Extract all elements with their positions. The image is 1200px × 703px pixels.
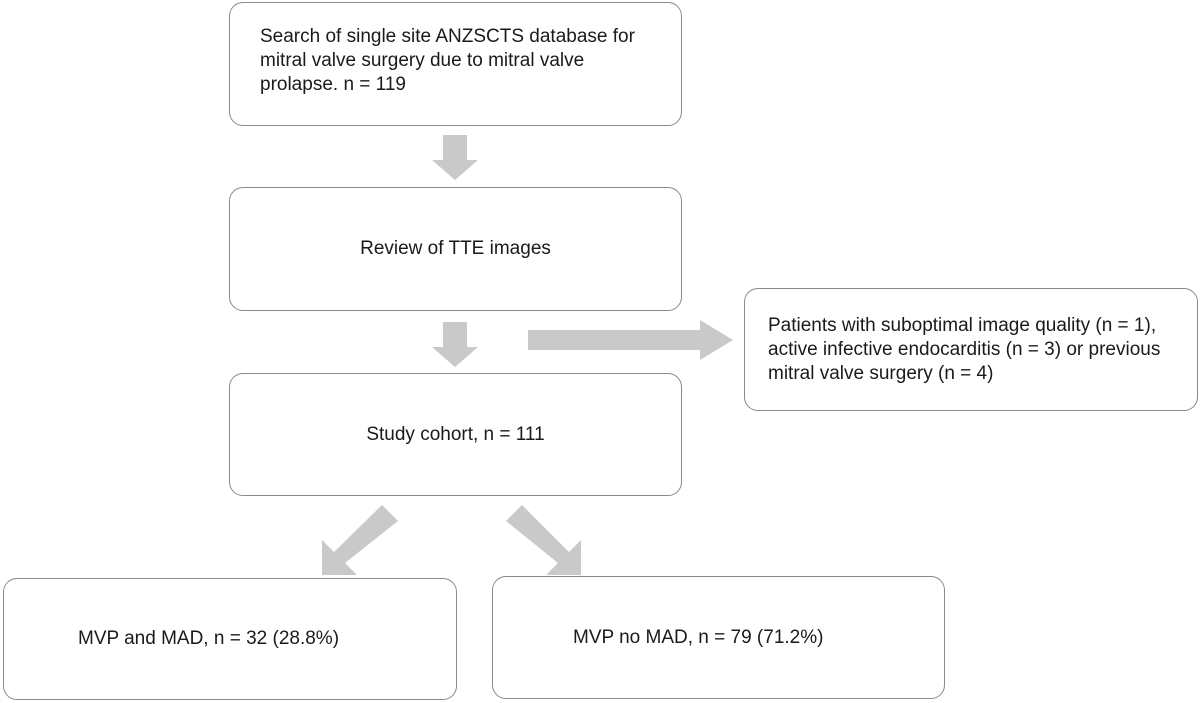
- arrow-cohort-to-mad: [322, 505, 398, 575]
- node-cohort: Study cohort, n = 111: [229, 373, 682, 496]
- arrow-cohort-to-nomad: [506, 505, 581, 575]
- node-excluded-text: Patients with suboptimal image quality (…: [768, 314, 1161, 384]
- node-search-text: Search of single site ANZSCTS database f…: [260, 26, 635, 95]
- node-search: Search of single site ANZSCTS database f…: [229, 2, 682, 126]
- node-nomad-text: MVP no MAD, n = 79 (71.2%): [573, 626, 824, 648]
- node-cohort-text: Study cohort, n = 111: [366, 423, 545, 445]
- arrow-review-to-cohort: [432, 322, 478, 367]
- node-review: Review of TTE images: [229, 187, 682, 311]
- node-excluded: Patients with suboptimal image quality (…: [744, 288, 1198, 411]
- node-mad: MVP and MAD, n = 32 (28.8%): [3, 578, 457, 700]
- node-mad-text: MVP and MAD, n = 32 (28.8%): [78, 628, 340, 649]
- node-review-text: Review of TTE images: [360, 238, 551, 259]
- node-nomad: MVP no MAD, n = 79 (71.2%): [492, 576, 945, 699]
- arrow-review-to-excluded: [528, 320, 733, 360]
- arrow-search-to-review: [432, 135, 478, 180]
